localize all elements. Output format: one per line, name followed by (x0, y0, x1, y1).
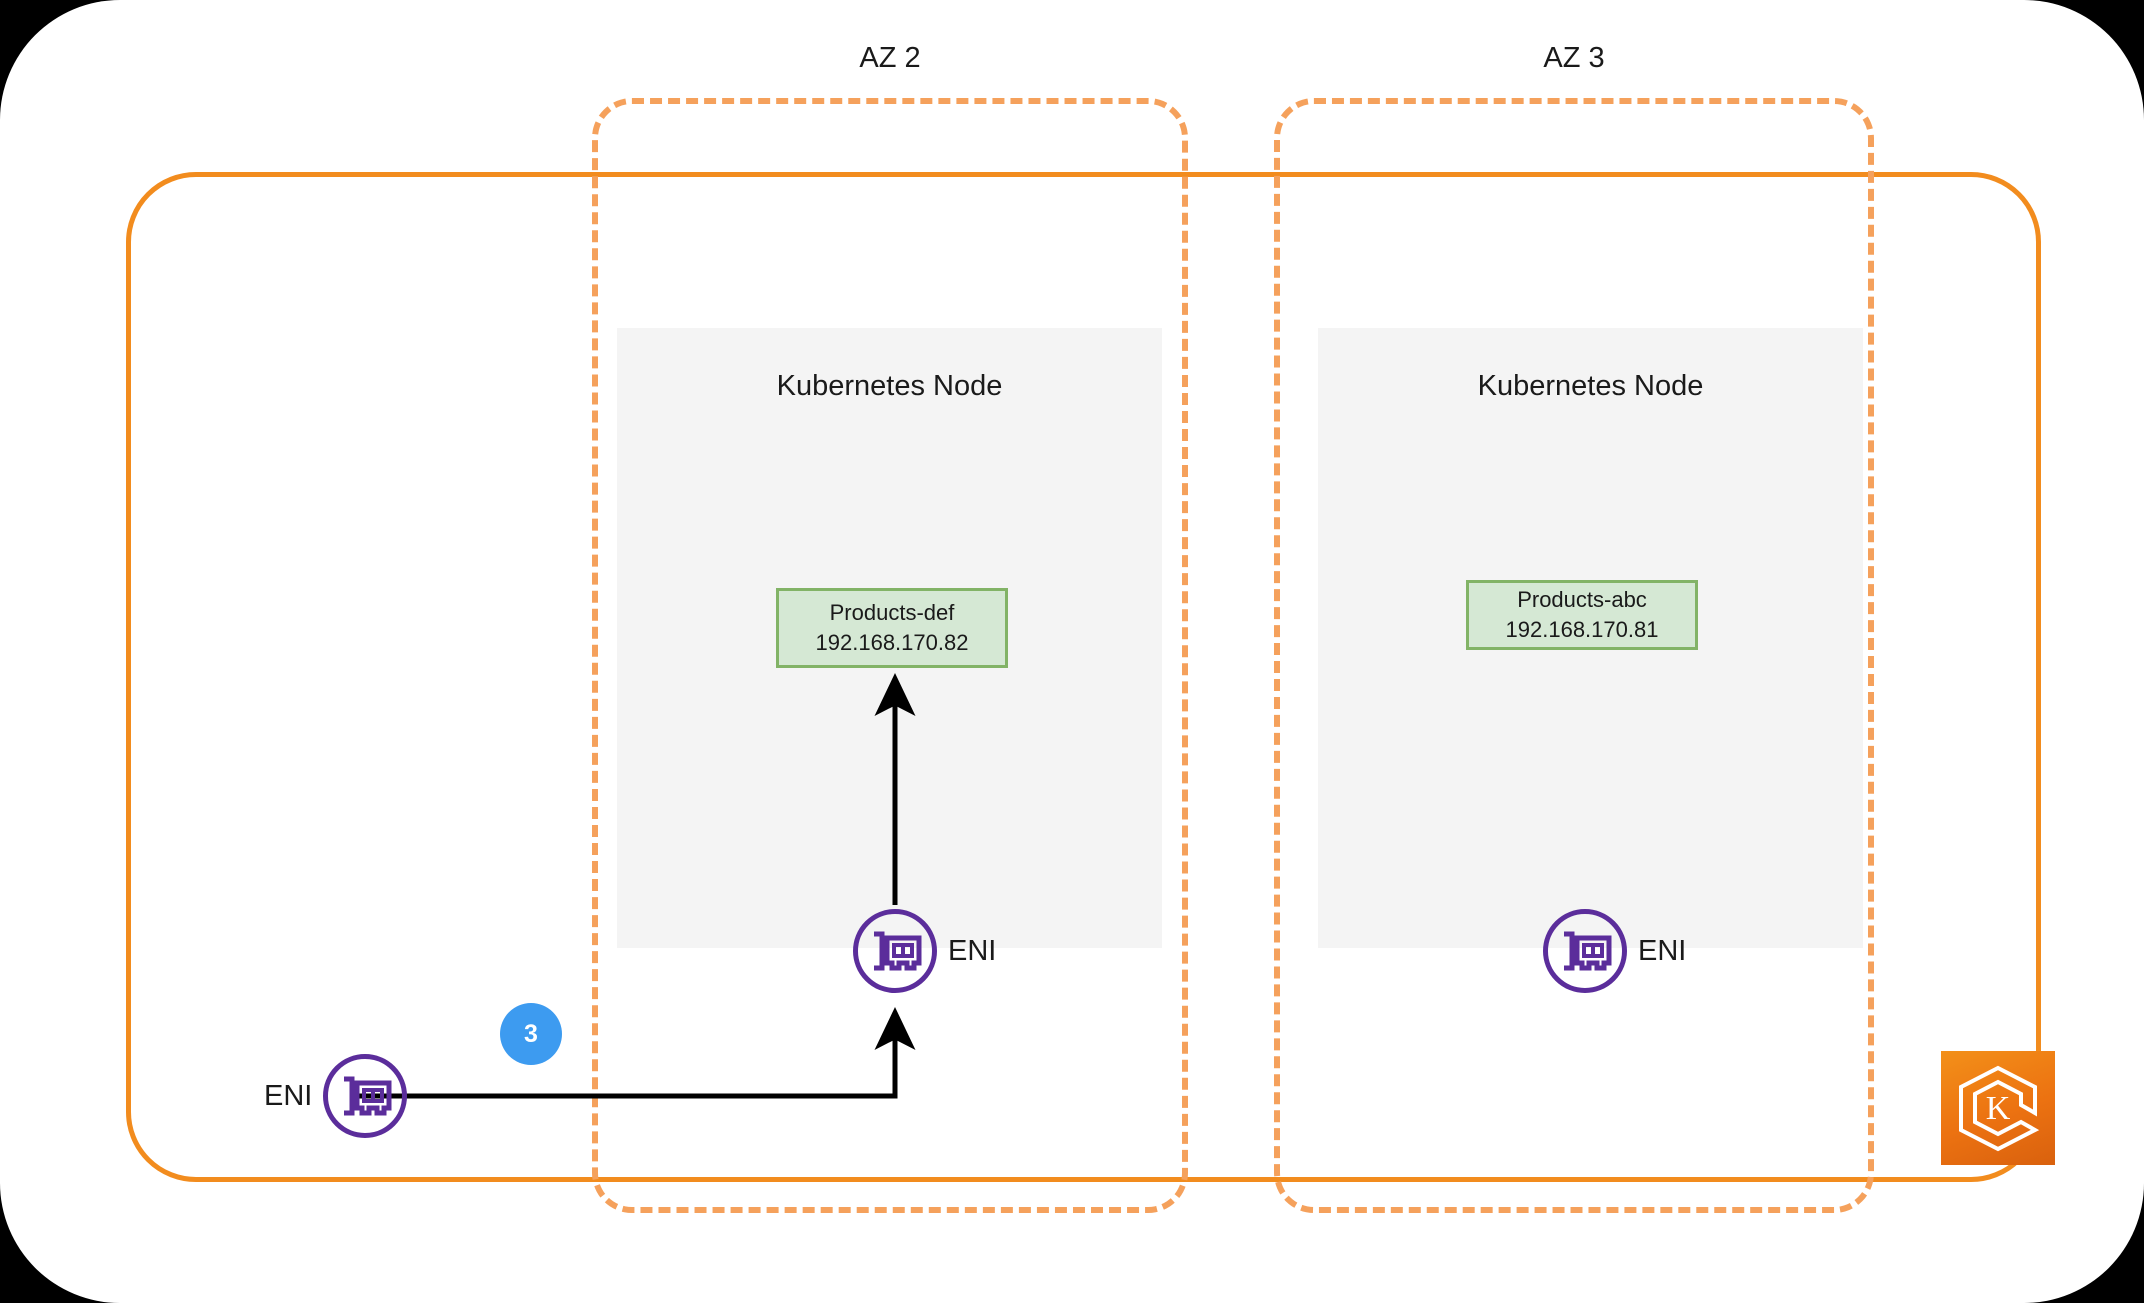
az-2-label: AZ 2 (859, 42, 921, 74)
availability-zone-az-3 (1274, 98, 1874, 1213)
eni-load-balancer[interactable]: ENI (264, 1053, 408, 1139)
availability-zone-az-2 (592, 98, 1188, 1213)
pod-products-def[interactable]: Products-def 192.168.170.82 (776, 588, 1008, 668)
vpc-boundary (126, 172, 2041, 1182)
pod-ip-address: 192.168.170.82 (815, 630, 969, 655)
eni-node-az-2[interactable]: ENI (852, 908, 996, 994)
eni-label: ENI (264, 1079, 313, 1112)
network-interface-card-icon (322, 1053, 408, 1139)
network-interface-card-icon (852, 908, 938, 994)
pod-products-abc[interactable]: Products-abc 192.168.170.81 (1466, 580, 1698, 650)
eni-node-az-3[interactable]: ENI (1542, 908, 1686, 994)
step-badge-3: 3 (500, 1003, 562, 1065)
kubernetes-node-title: Kubernetes Node (776, 370, 1003, 402)
amazon-eks-logo[interactable]: K (1941, 1051, 2055, 1165)
az-3-label: AZ 3 (1543, 42, 1605, 74)
kubernetes-node-title: Kubernetes Node (1477, 370, 1704, 402)
pod-name: Products-abc (1517, 587, 1647, 613)
pod-name: Products-def (829, 600, 955, 626)
network-interface-card-icon (1542, 908, 1628, 994)
eks-logo-glyph: K (1986, 1090, 2011, 1127)
eni-label: ENI (948, 934, 997, 967)
eni-label: ENI (1638, 934, 1687, 967)
pod-ip-address: 192.168.170.81 (1505, 617, 1659, 642)
